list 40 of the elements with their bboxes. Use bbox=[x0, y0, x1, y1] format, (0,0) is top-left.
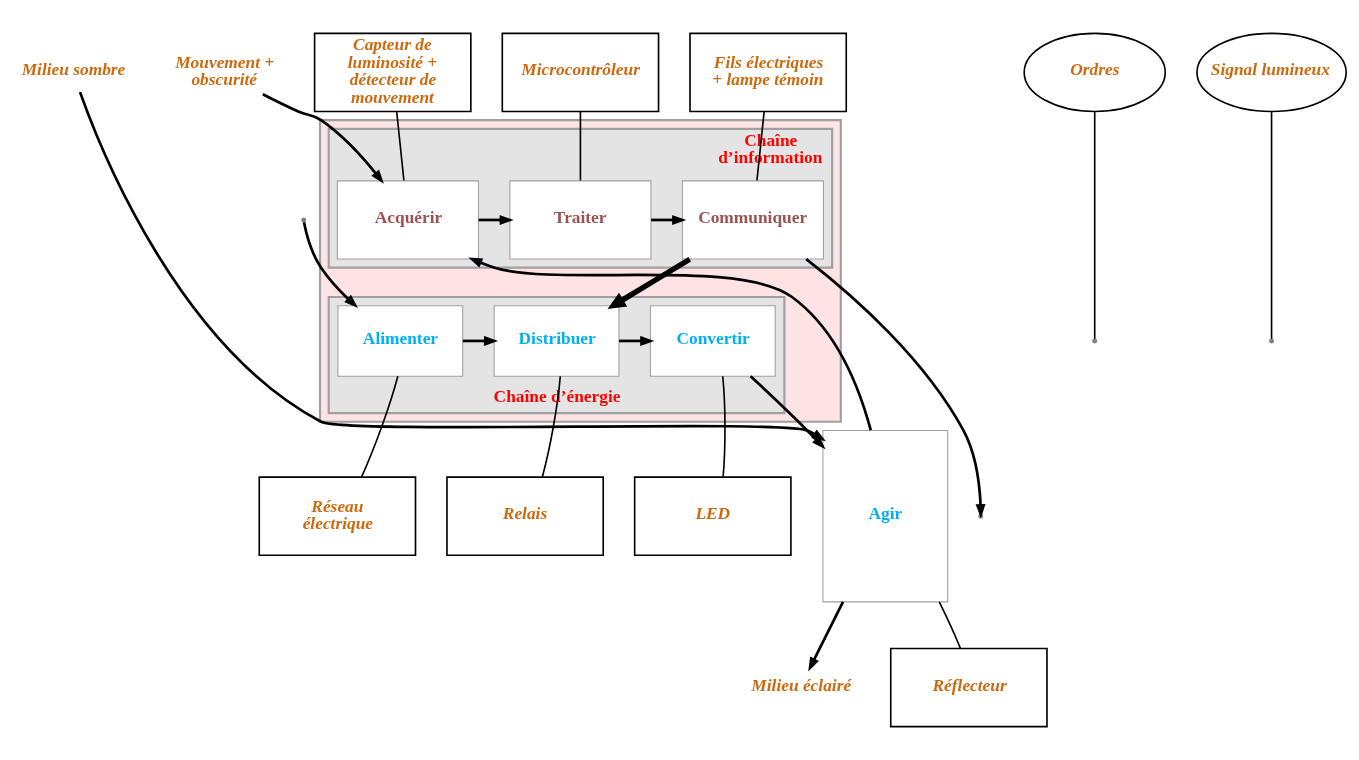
node-text: Mouvement + obscurité bbox=[175, 52, 275, 90]
node-box: Microcontrôleur bbox=[501, 32, 660, 113]
arrow bbox=[749, 375, 826, 450]
node-box: Réflecteur bbox=[889, 647, 1048, 728]
node-box: Capteur de luminosité + détecteur de mouvement bbox=[313, 32, 472, 113]
connector bbox=[360, 375, 399, 478]
arrow bbox=[651, 215, 687, 225]
connector bbox=[1270, 110, 1273, 340]
node-box: LED bbox=[633, 476, 792, 557]
node-box: Acquérir bbox=[336, 180, 479, 260]
node-ellipse: Ordres bbox=[1023, 32, 1167, 113]
cluster bbox=[318, 119, 842, 423]
node-box: Traiter bbox=[509, 180, 652, 260]
node-box: Agir bbox=[822, 429, 949, 603]
connector bbox=[721, 375, 726, 478]
arrow bbox=[607, 256, 692, 309]
connector bbox=[395, 110, 405, 182]
connector bbox=[541, 375, 562, 478]
node-box: Convertir bbox=[649, 305, 776, 377]
node-text: Milieu sombre bbox=[21, 60, 126, 80]
node-box: Relais bbox=[446, 476, 605, 557]
node-box: Fils électriques + lampe témoin bbox=[689, 32, 848, 113]
node-box: Alimenter bbox=[337, 305, 464, 377]
connector bbox=[579, 110, 582, 182]
arrow bbox=[808, 601, 845, 672]
arrow bbox=[302, 222, 358, 309]
node-box: Communiquer bbox=[681, 180, 824, 260]
arrow bbox=[478, 215, 514, 225]
node-ellipse: Signal lumineux bbox=[1196, 32, 1347, 113]
node-text: Milieu éclairé bbox=[751, 675, 852, 695]
arrow bbox=[78, 91, 826, 442]
arrow bbox=[462, 336, 499, 346]
arrow bbox=[468, 257, 873, 431]
connector bbox=[1093, 110, 1096, 340]
connector bbox=[756, 110, 765, 182]
node-box: Réseau électrique bbox=[258, 476, 417, 557]
node-box: Distribuer bbox=[493, 305, 620, 377]
arrow bbox=[262, 93, 384, 184]
arrow bbox=[619, 336, 655, 346]
connector bbox=[938, 601, 962, 650]
